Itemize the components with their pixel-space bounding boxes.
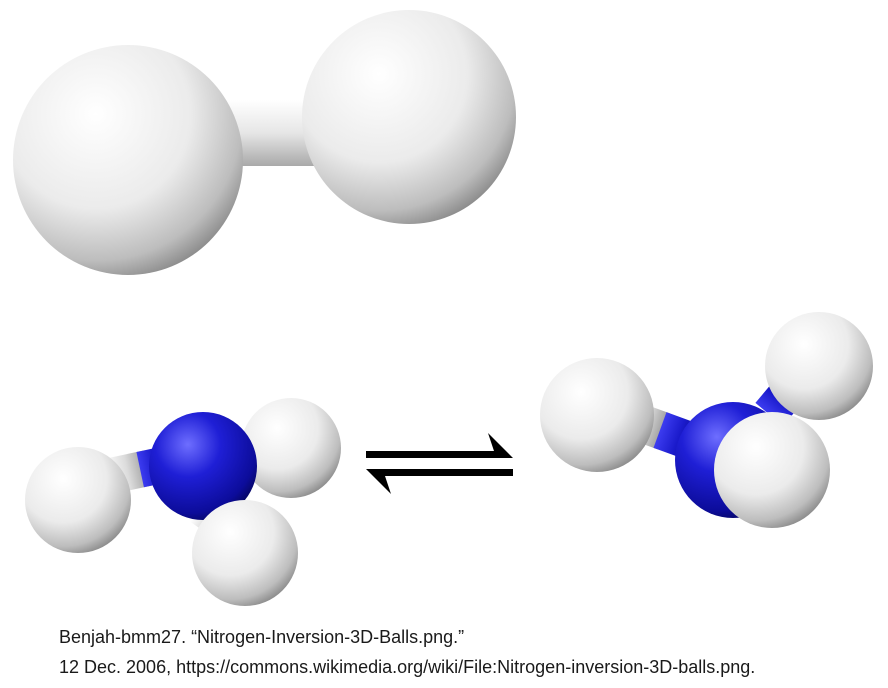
hydrogen-molecule (13, 10, 516, 275)
caption-line-1: Benjah-bmm27. “Nitrogen-Inversion-3D-Bal… (59, 627, 465, 647)
ammonia-molecule-right (540, 312, 873, 528)
ammonia-molecule-left (25, 398, 341, 606)
forward-arrow (366, 433, 513, 458)
hydrogen-atom (765, 312, 873, 420)
nitrogen-atom (149, 412, 257, 520)
hydrogen-atom (192, 500, 298, 606)
caption-line-2: 12 Dec. 2006, https://commons.wikimedia.… (59, 657, 756, 677)
hydrogen-atom (714, 412, 830, 528)
hydrogen-atom (25, 447, 131, 553)
hydrogen-atom (540, 358, 654, 472)
hydrogen-atom (241, 398, 341, 498)
hydrogen-atom (302, 10, 516, 224)
equilibrium-arrows (366, 433, 513, 494)
reverse-arrow (366, 469, 513, 494)
hydrogen-atom (13, 45, 243, 275)
